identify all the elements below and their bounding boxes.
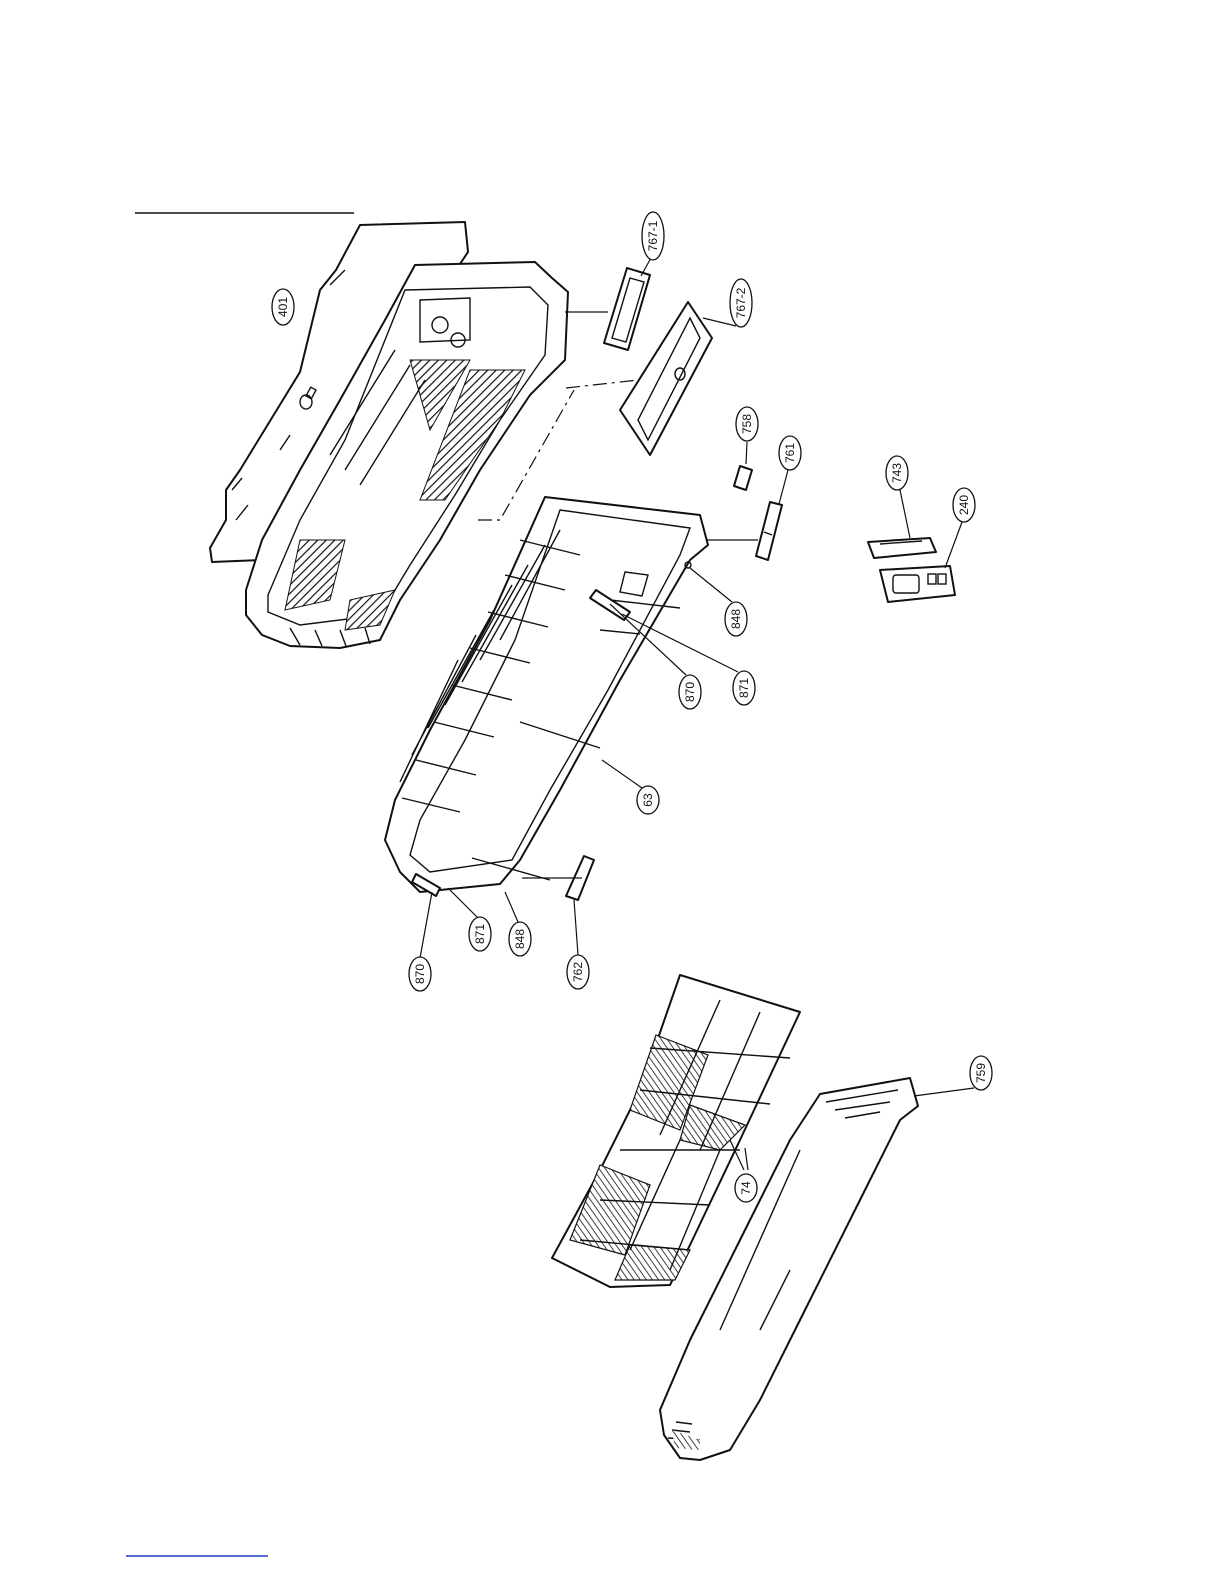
part-63-front-frame: [385, 497, 708, 892]
callout-label: 848: [729, 609, 743, 629]
callout-label: 759: [974, 1063, 988, 1083]
callout-label: 63: [641, 793, 655, 807]
callout-871: 871: [733, 671, 755, 705]
callout-label: 870: [683, 682, 697, 702]
callout-870: 870: [409, 957, 431, 991]
part-758: [734, 442, 752, 490]
callout-758: 758: [736, 407, 758, 441]
callout-761: 761: [779, 436, 801, 470]
callout-label: 401: [276, 297, 290, 317]
callout-label: 743: [890, 463, 904, 483]
callout-767-1: 767-1: [642, 212, 664, 260]
callout-label: 758: [740, 414, 754, 434]
callout-762: 762: [567, 955, 589, 989]
callout-label: 871: [737, 678, 751, 698]
callout-871: 871: [469, 917, 491, 951]
callout-401: 401: [272, 289, 294, 325]
callout-label: 240: [957, 495, 971, 515]
callout-label: 848: [513, 929, 527, 949]
callout-label: 767-1: [646, 220, 660, 251]
callout-767-2: 767-2: [730, 279, 752, 327]
part-240: [880, 522, 962, 602]
callout-74: 74: [735, 1174, 757, 1202]
callout-848: 848: [725, 602, 747, 636]
callout-870: 870: [679, 675, 701, 709]
callout-240: 240: [953, 488, 975, 522]
callout-63: 63: [637, 786, 659, 814]
part-743: [868, 490, 936, 558]
callout-label: 761: [783, 443, 797, 463]
callout-label: 762: [571, 962, 585, 982]
callout-label: 74: [739, 1181, 753, 1195]
callout-label: 767-2: [734, 287, 748, 318]
callout-label: 871: [473, 924, 487, 944]
part-767-1-cover: [565, 256, 652, 350]
callout-label: 870: [413, 964, 427, 984]
callout-743: 743: [886, 456, 908, 490]
callout-848: 848: [509, 922, 531, 956]
callout-759: 759: [970, 1056, 992, 1090]
